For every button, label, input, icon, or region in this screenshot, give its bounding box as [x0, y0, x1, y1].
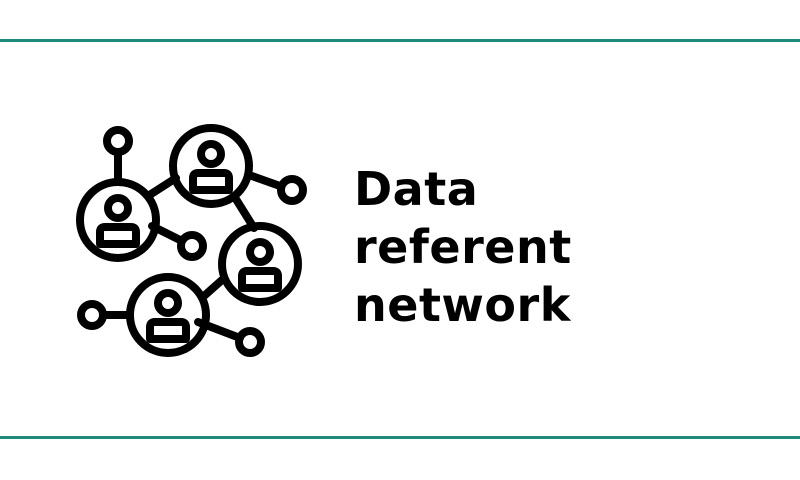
title-line: network	[354, 278, 571, 332]
title-line: Data	[354, 162, 479, 216]
top-divider	[0, 39, 800, 42]
bottom-divider	[0, 436, 800, 439]
title: Data referent network	[354, 160, 572, 334]
people-network-icon	[76, 124, 307, 357]
title-line: referent	[354, 220, 572, 274]
